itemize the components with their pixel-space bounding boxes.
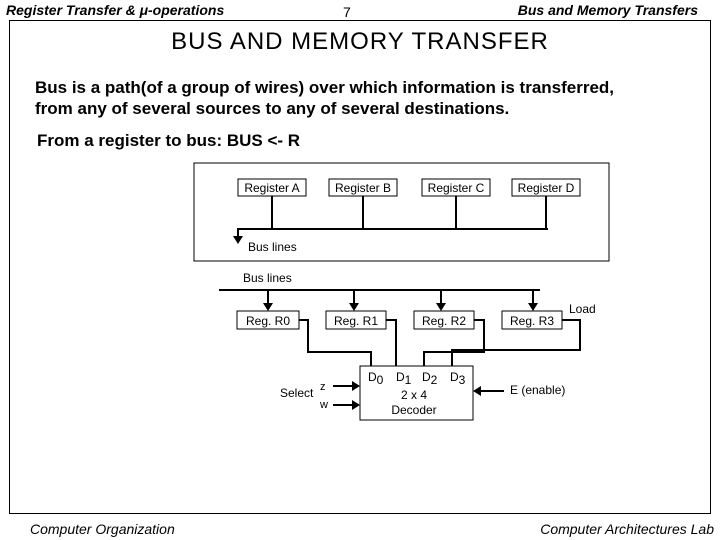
diagram2-bus-label: Bus lines — [243, 271, 292, 285]
enable-label: E (enable) — [510, 383, 565, 397]
subheading: From a register to bus: BUS <- R — [37, 131, 301, 150]
diagram-register-to-bus: Register A Register B Register C Registe… — [193, 162, 610, 262]
load-lines — [299, 319, 581, 366]
intro-line: from any of several sources to any of se… — [35, 99, 510, 118]
slide-title: BUS AND MEMORY TRANSFER — [171, 28, 549, 55]
diagram1-bus-arrowhead — [233, 236, 243, 244]
diagram1-bus-wires — [237, 196, 548, 238]
header-left-title: Register Transfer & μ-operations — [6, 2, 225, 18]
reg-r1-label: Reg. R1 — [334, 314, 378, 328]
intro-paragraph: Bus is a path(of a group of wires) over … — [35, 77, 695, 119]
footer-left: Computer Organization — [30, 521, 175, 537]
register-a-label: Register A — [244, 181, 299, 195]
decoder-output-2: D2 — [422, 370, 438, 387]
load-label: Load — [569, 302, 596, 316]
intro-line: Bus is a path(of a group of wires) over … — [35, 78, 615, 97]
footer-right: Computer Architectures Lab — [540, 521, 714, 537]
diagram2-bus-arrowheads — [263, 303, 538, 311]
enable-arrowhead — [473, 386, 481, 396]
diagram1-bus-label: Bus lines — [248, 240, 297, 254]
select-input-w: w — [319, 399, 328, 411]
register-b-label: Register B — [335, 181, 391, 195]
header-right-title: Bus and Memory Transfers — [517, 2, 698, 18]
slide-frame — [9, 20, 711, 514]
diagram2-bus-drops — [267, 290, 534, 304]
select-input-z: z — [320, 381, 326, 393]
decoder-output-3: D3 — [450, 370, 466, 387]
page-number: 7 — [343, 4, 351, 20]
decoder-output-1: D1 — [396, 370, 412, 387]
diagram1-frame — [193, 162, 610, 262]
decoder-size-label: 2 x 4 — [401, 388, 427, 402]
register-c-label: Register C — [428, 181, 485, 195]
reg-r0-label: Reg. R0 — [246, 314, 290, 328]
register-d-label: Register D — [518, 181, 575, 195]
select-arrowheads — [352, 381, 360, 410]
diagram-bus-decoder: Bus lines Reg. R0 Reg. R1 Reg. R2 Reg. R… — [219, 271, 596, 421]
decoder-output-0: D0 — [368, 370, 384, 387]
reg-r3-label: Reg. R3 — [510, 314, 554, 328]
decoder-name-label: Decoder — [391, 403, 436, 417]
reg-r2-label: Reg. R2 — [422, 314, 466, 328]
decoder-box — [359, 365, 474, 421]
select-wires — [333, 385, 353, 406]
select-label: Select — [280, 386, 314, 400]
